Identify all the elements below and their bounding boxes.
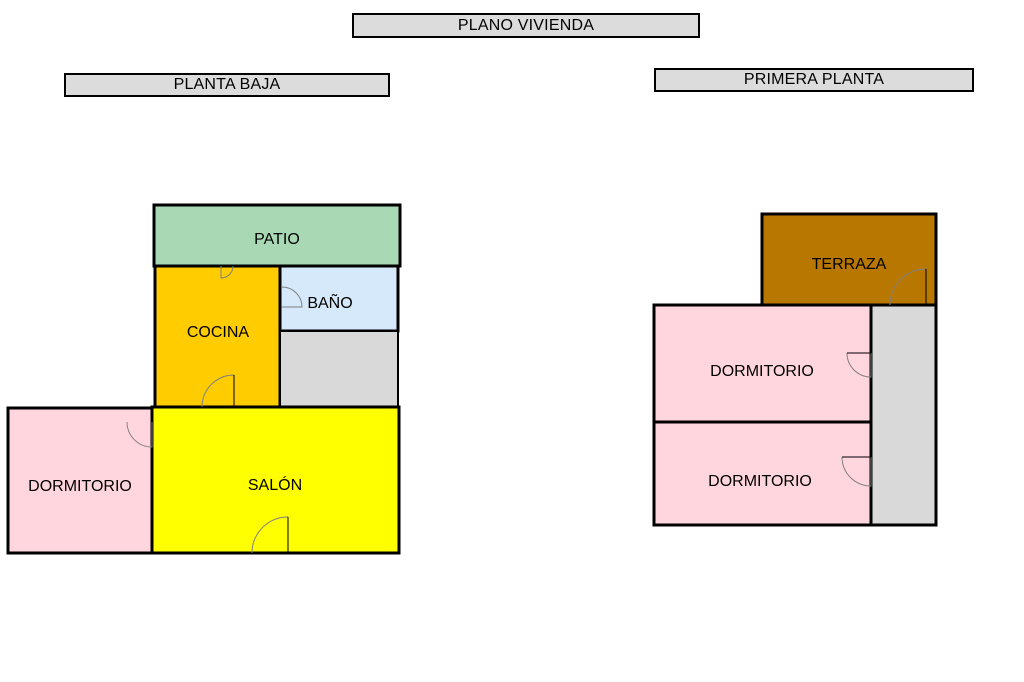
room-pasillo-first (869, 303, 938, 527)
room-patio (152, 203, 402, 268)
room-salon (150, 405, 401, 555)
room-dormitorio-ground (6, 406, 154, 555)
room-terraza (760, 212, 938, 307)
door-bano (281, 286, 303, 308)
door-leaf-lines (233, 375, 289, 553)
first-floor-doors (841, 268, 927, 487)
label-dormitorio-2: DORMITORIO (708, 473, 812, 490)
label-dormitorio-1: DORMITORIO (710, 363, 814, 380)
room-cocina (153, 264, 282, 409)
door-dormitorio-1 (846, 352, 872, 378)
first-door-leaf-lines (842, 269, 927, 458)
label-terraza: TERRAZA (812, 256, 887, 273)
room-dormitorio-1 (652, 303, 873, 424)
label-patio: PATIO (254, 231, 300, 248)
label-bano: BAÑO (307, 292, 352, 312)
ground-floor-plan (6, 203, 402, 555)
first-floor-title: PRIMERA PLANTA (654, 68, 974, 92)
plan-title: PLANO VIVIENDA (352, 13, 700, 38)
label-cocina: COCINA (187, 324, 250, 341)
label-salon: SALÓN (248, 475, 302, 494)
label-dormitorio-ground: DORMITORIO (28, 478, 132, 495)
first-floor-plan (652, 212, 938, 527)
door-terraza (889, 268, 927, 306)
room-dormitorio-2 (652, 420, 873, 527)
ground-floor-title: PLANTA BAJA (64, 73, 390, 97)
room-pasillo-ground (279, 330, 399, 408)
door-cocina-patio (220, 265, 234, 279)
door-dormitorio (126, 421, 153, 448)
door-dormitorio-2 (841, 456, 872, 487)
